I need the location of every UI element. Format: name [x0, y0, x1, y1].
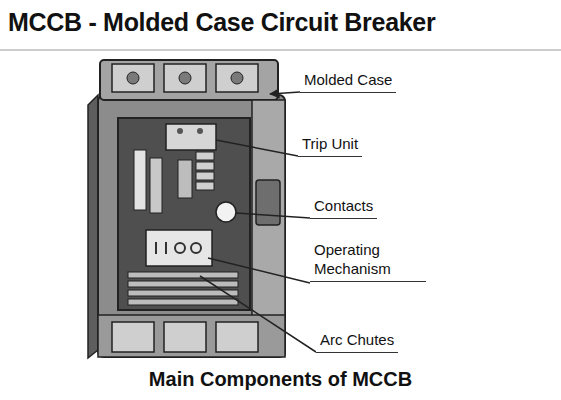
top-lug: [112, 64, 154, 92]
top-lug: [216, 64, 258, 92]
caption: Main Components of MCCB: [0, 368, 561, 391]
leader-lines: [200, 92, 316, 352]
part-label: Contacts: [310, 196, 377, 219]
mechanism-mark: [165, 242, 167, 254]
part-label: Molded Case: [300, 70, 396, 93]
mechanism-mark: [155, 242, 157, 254]
leader-line: [236, 213, 310, 218]
bottom-lug: [112, 322, 154, 352]
arc-chute-plate: [128, 281, 238, 287]
cylinder: [134, 150, 146, 210]
trip-hole: [197, 128, 203, 134]
part-label: Operating Mechanism: [310, 240, 426, 282]
contact: [216, 202, 236, 222]
leader-line: [208, 258, 310, 283]
arc-chute-plate: [128, 272, 238, 278]
top-lug: [164, 64, 206, 92]
bottom-lug: [164, 322, 206, 352]
interior: [118, 118, 250, 310]
coil-turn: [196, 162, 214, 170]
breaker-body: [88, 60, 285, 358]
arc-chute-plate: [128, 299, 238, 305]
coil-spring: [178, 152, 214, 198]
screw: [179, 72, 191, 84]
trip-unit: [166, 124, 216, 150]
coil-core: [178, 160, 192, 198]
leader-line: [200, 276, 316, 352]
part-label: Arc Chutes: [316, 330, 398, 353]
leader-line: [270, 92, 300, 94]
title-rule: [0, 50, 561, 51]
coil-turn: [196, 172, 214, 180]
cutaway-interior: [118, 118, 250, 310]
title: MCCB - Molded Case Circuit Breaker: [8, 8, 435, 37]
part-label: Trip Unit: [298, 134, 362, 157]
side-face: [88, 95, 98, 358]
screw: [231, 72, 243, 84]
case-front: [98, 95, 285, 357]
coil-turn: [196, 152, 214, 160]
coil-turn: [196, 182, 214, 190]
bottom-terminal-block: [98, 315, 285, 357]
trip-hole: [177, 128, 183, 134]
bottom-lug: [216, 322, 258, 352]
top-terminal-block: [100, 60, 278, 100]
screw: [127, 72, 139, 84]
mechanism-mark: [191, 243, 201, 253]
operating-mechanism: [146, 230, 212, 266]
cylinder: [150, 158, 162, 213]
mechanism-mark: [175, 243, 185, 253]
handle: [256, 180, 280, 225]
leader-line: [216, 140, 298, 156]
